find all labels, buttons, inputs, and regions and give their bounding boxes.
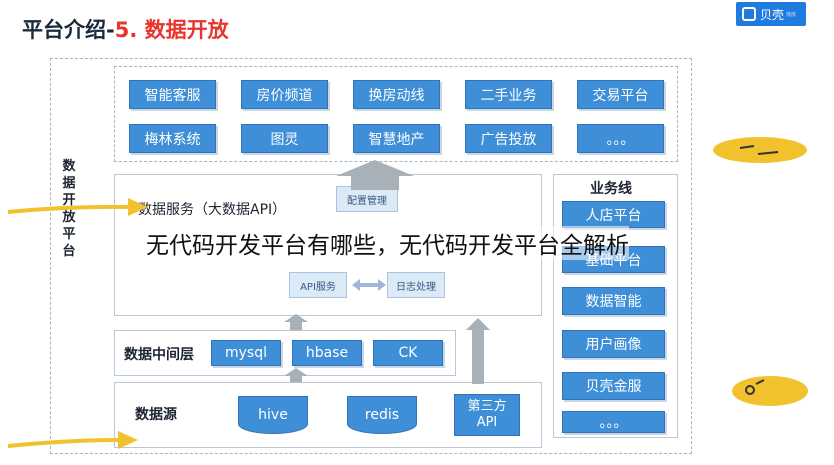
platform-container [50, 58, 692, 454]
app-box-9: 广告投放 [465, 124, 552, 153]
marker-1-mark-b [757, 151, 779, 155]
marker-2-mark-a [745, 385, 755, 395]
config-management-box: 配置管理 [336, 186, 398, 212]
marker-2-mark-b [755, 379, 765, 385]
double-arrow-api-log [352, 279, 386, 291]
yellow-marker-1-icon [713, 137, 807, 163]
middle-box-mysql: mysql [211, 340, 281, 366]
middle-box-hbase: hbase [292, 340, 362, 366]
logo-sub: 找房 [786, 11, 797, 18]
app-box-4: 二手业务 [465, 80, 552, 109]
yellow-arrow-2-icon [7, 438, 119, 448]
data-service-label: 数据服务（大数据API） [138, 202, 287, 218]
log-processing-box: 日志处理 [387, 272, 445, 298]
data-source-label: 数据源 [135, 407, 177, 423]
middle-layer-label: 数据中间层 [124, 347, 194, 363]
yellow-marker-2-icon [732, 376, 808, 406]
brand-logo: 贝壳 找房 [736, 2, 806, 26]
business-box-4: 用户画像 [562, 330, 665, 358]
source-box-hive: hive [238, 396, 308, 434]
business-box-5: 贝壳金服 [562, 372, 665, 400]
app-box-6: 梅林系统 [129, 124, 216, 153]
app-box-10: 。。。 [577, 124, 664, 153]
up-arrow-service [284, 314, 308, 330]
api-arrow [336, 160, 414, 190]
third-party-line1: 第三方 [467, 399, 507, 414]
business-box-6: 。。。 [562, 411, 665, 433]
yellow-arrow-1-head-icon [128, 198, 148, 216]
app-box-2: 房价频道 [241, 80, 328, 109]
title-prefix: 平台介绍- [22, 18, 115, 42]
overlay-caption: 无代码开发平台有哪些，无代码开发平台全解析 [146, 226, 629, 260]
marker-1-mark-a [739, 145, 755, 149]
app-box-8: 智慧地产 [353, 124, 440, 153]
logo-text: 贝壳 [760, 7, 785, 22]
app-box-7: 图灵 [241, 124, 328, 153]
title-main: 数据开放 [144, 18, 229, 42]
page-title: 平台介绍-5. 数据开放 [22, 14, 229, 44]
title-number: 5. [114, 18, 138, 42]
platform-vertical-label: 数据开放平台 [62, 159, 76, 259]
api-service-box: API服务 [289, 272, 347, 298]
business-box-3: 数据智能 [562, 287, 665, 315]
app-box-5: 交易平台 [577, 80, 664, 109]
business-line-label: 业务线 [590, 181, 632, 197]
logo-icon [742, 7, 756, 21]
third-party-line2: API [476, 415, 498, 430]
middle-box-ck: CK [373, 340, 443, 366]
third-party-api-box: 第三方 API [454, 394, 520, 436]
apps-panel [114, 66, 678, 162]
yellow-arrow-1-icon [7, 204, 129, 214]
app-box-3: 换房动线 [353, 80, 440, 109]
yellow-arrow-2-head-icon [118, 431, 138, 449]
app-box-1: 智能客服 [129, 80, 216, 109]
source-box-redis: redis [347, 396, 417, 434]
up-arrow-third-party [466, 318, 490, 384]
up-arrow-middle [284, 368, 308, 382]
business-box-1: 人店平台 [562, 201, 665, 228]
